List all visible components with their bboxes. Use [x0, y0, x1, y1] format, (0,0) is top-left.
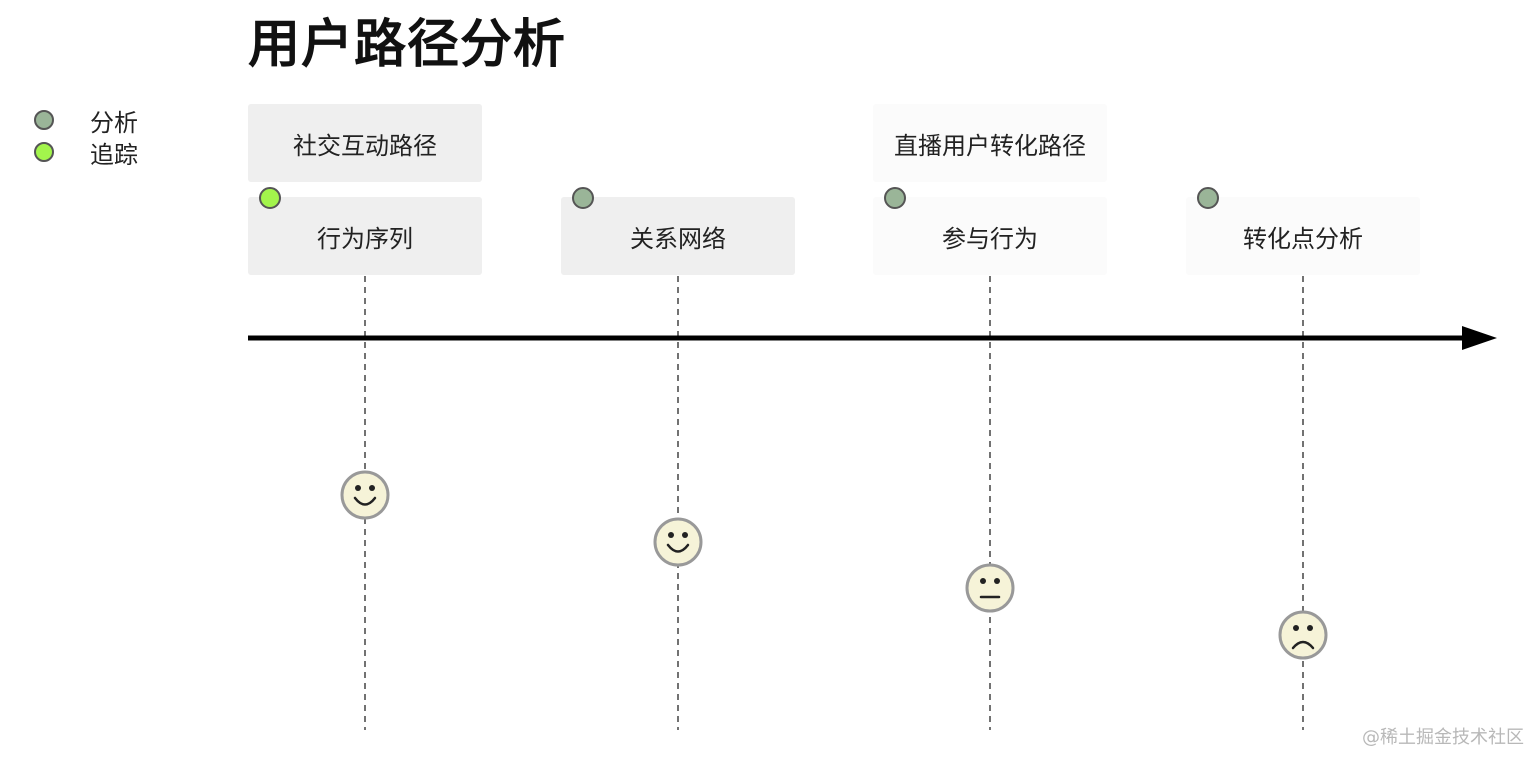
- watermark: @稀土掘金技术社区: [1362, 727, 1524, 748]
- arrow-head-icon: [1462, 326, 1497, 350]
- group-box-live-conversion-path: 直播用户转化路径: [873, 104, 1107, 182]
- legend-label-tracking: 追踪: [90, 140, 138, 169]
- legend-item-analysis: 分析: [34, 107, 138, 137]
- neutral-face-icon: [965, 563, 1015, 613]
- step-box-relationship-network: 关系网络: [561, 197, 795, 275]
- smiley-face-icon: [653, 517, 703, 567]
- legend-analysis-dot-icon: [34, 110, 54, 130]
- step-marker-dot-icon: [572, 187, 594, 209]
- legend-label-analysis: 分析: [90, 108, 138, 137]
- smiley-face-icon: [340, 470, 390, 520]
- page-title: 用户路径分析: [248, 15, 567, 75]
- sad-face-icon: [1278, 610, 1328, 660]
- step-marker-dot-icon: [884, 187, 906, 209]
- step-box-behavior-sequence: 行为序列: [248, 197, 482, 275]
- legend-tracking-dot-icon: [34, 142, 54, 162]
- step-box-participation-behavior: 参与行为: [873, 197, 1107, 275]
- group-box-social-interaction-path: 社交互动路径: [248, 104, 482, 182]
- step-marker-dot-icon: [1197, 187, 1219, 209]
- step-box-conversion-point-analysis: 转化点分析: [1186, 197, 1420, 275]
- legend-item-tracking: 追踪: [34, 139, 138, 169]
- step-marker-dot-icon: [259, 187, 281, 209]
